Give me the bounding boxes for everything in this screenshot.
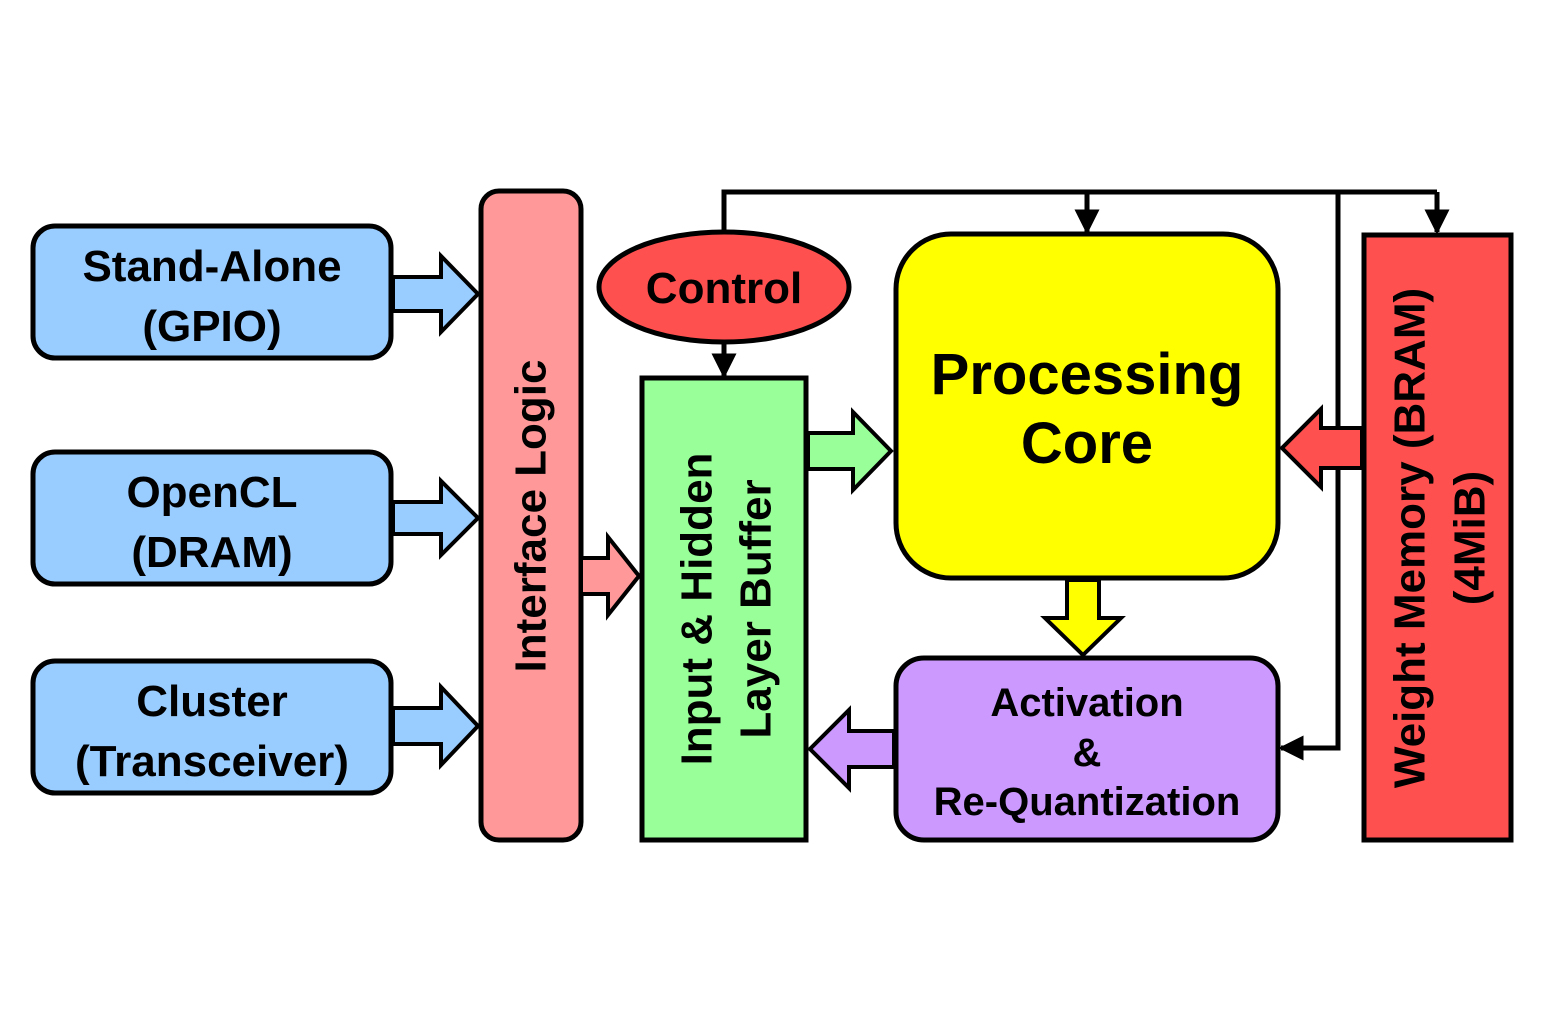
weight-label-line2: (4MiB) (1446, 471, 1495, 605)
processing-core-box: Processing Core (893, 231, 1281, 581)
activation-requantization-box: Activation & Re-Quantization (893, 655, 1281, 843)
control-lines (711, 189, 1450, 761)
weight-to-core-arrow (1279, 404, 1364, 492)
input-opencl-box: OpenCL (DRAM) (30, 449, 394, 587)
buffer-label-line1: Input & Hidden (673, 453, 722, 766)
input-hidden-buffer-box: Input & Hidden Layer Buffer (639, 375, 809, 843)
activation-label-line3: Re-Quantization (934, 780, 1241, 824)
core-label-line1: Processing (931, 342, 1244, 407)
input-cluster-box: Cluster (Transceiver) (30, 658, 394, 796)
interface-to-buffer-arrow (579, 531, 642, 621)
activation-label-line2: & (1073, 731, 1102, 775)
core-to-activation-arrow (1040, 578, 1126, 658)
standalone-label-line1: Stand-Alone (82, 242, 341, 291)
core-label-line2: Core (1021, 411, 1153, 476)
opencl-to-interface-arrow (391, 476, 481, 560)
activation-label-line1: Activation (990, 681, 1183, 725)
buffer-to-core-arrow (806, 407, 894, 495)
control-ellipse: Control (596, 229, 852, 345)
buffer-label-line2: Layer Buffer (732, 479, 781, 738)
interface-logic-label: Interface Logic (507, 360, 556, 673)
interface-logic-box: Interface Logic (478, 188, 584, 843)
input-standalone-box: Stand-Alone (GPIO) (30, 223, 394, 361)
control-to-top-bus-line (721, 189, 1437, 232)
control-label: Control (646, 264, 802, 313)
opencl-label-line2: (DRAM) (131, 528, 292, 577)
weight-label-line1: Weight Memory (BRAM) (1386, 288, 1435, 788)
cluster-label-line2: (Transceiver) (75, 737, 349, 786)
opencl-label-line1: OpenCL (126, 468, 297, 517)
standalone-to-interface-arrow (391, 251, 481, 337)
cluster-label-line1: Cluster (136, 677, 288, 726)
cluster-to-interface-arrow (391, 681, 481, 771)
bus-to-activation-arrow (1278, 192, 1341, 761)
standalone-label-line2: (GPIO) (142, 302, 281, 351)
weight-memory-box: Weight Memory (BRAM) (4MiB) (1361, 232, 1514, 843)
activation-to-buffer-arrow (807, 705, 896, 793)
